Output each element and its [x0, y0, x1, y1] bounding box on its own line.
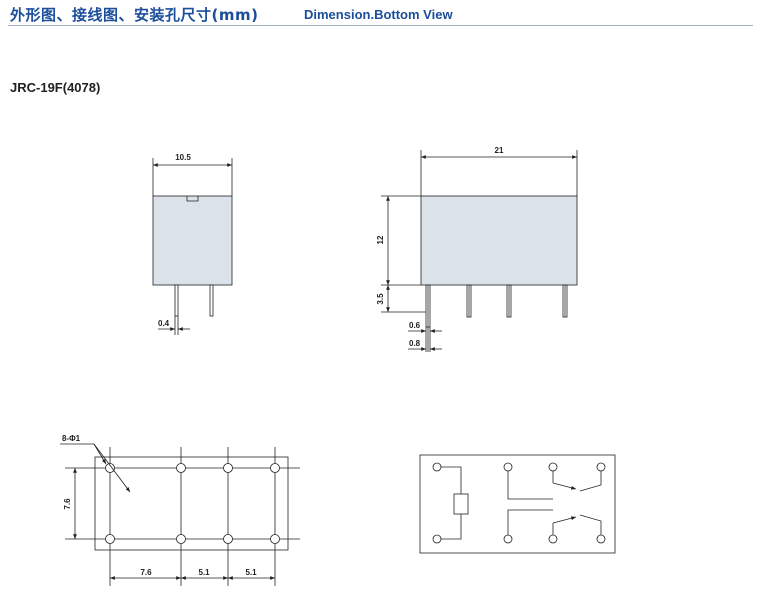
header-title-cn: 外形图、接线图、安装孔尺寸(mm) [10, 6, 259, 24]
pcb-holes [105, 463, 280, 544]
dim-pin-thickness: 0.6 [409, 321, 421, 330]
page-header: 外形图、接线图、安装孔尺寸(mm) Dimension.Bottom View [8, 3, 753, 26]
dim-hole-pitch-1: 7.6 [140, 568, 152, 577]
side-view-body [152, 195, 233, 286]
dim-hole-pitch-2: 5.1 [198, 568, 210, 577]
dim-pin-width-front: 0.8 [409, 339, 421, 348]
dim-side-pin-width: 0.4 [158, 319, 170, 328]
dim-side-width: 10.5 [175, 153, 191, 162]
dim-front-width: 21 [495, 146, 504, 155]
pcb-layout [60, 443, 300, 586]
side-pin-right [209, 284, 214, 317]
dim-hole-callout: 8-Φ1 [62, 434, 81, 443]
wiring-diagram [419, 454, 616, 554]
side-view [152, 158, 233, 335]
dim-pin-length: 3.5 [376, 293, 385, 305]
wiring-outline [419, 454, 616, 554]
dim-row-spacing: 7.6 [63, 498, 72, 510]
pcb-outline [94, 456, 289, 551]
front-view [381, 150, 578, 352]
dim-hole-pitch-3: 5.1 [245, 568, 257, 577]
model-number: JRC-19F(4078) [10, 80, 101, 95]
header-title-en: Dimension.Bottom View [304, 7, 453, 22]
dim-body-height: 12 [376, 235, 385, 244]
front-pins [425, 284, 568, 328]
side-pin-left [174, 284, 179, 317]
front-view-body [420, 195, 578, 286]
coil-symbol [453, 493, 469, 515]
